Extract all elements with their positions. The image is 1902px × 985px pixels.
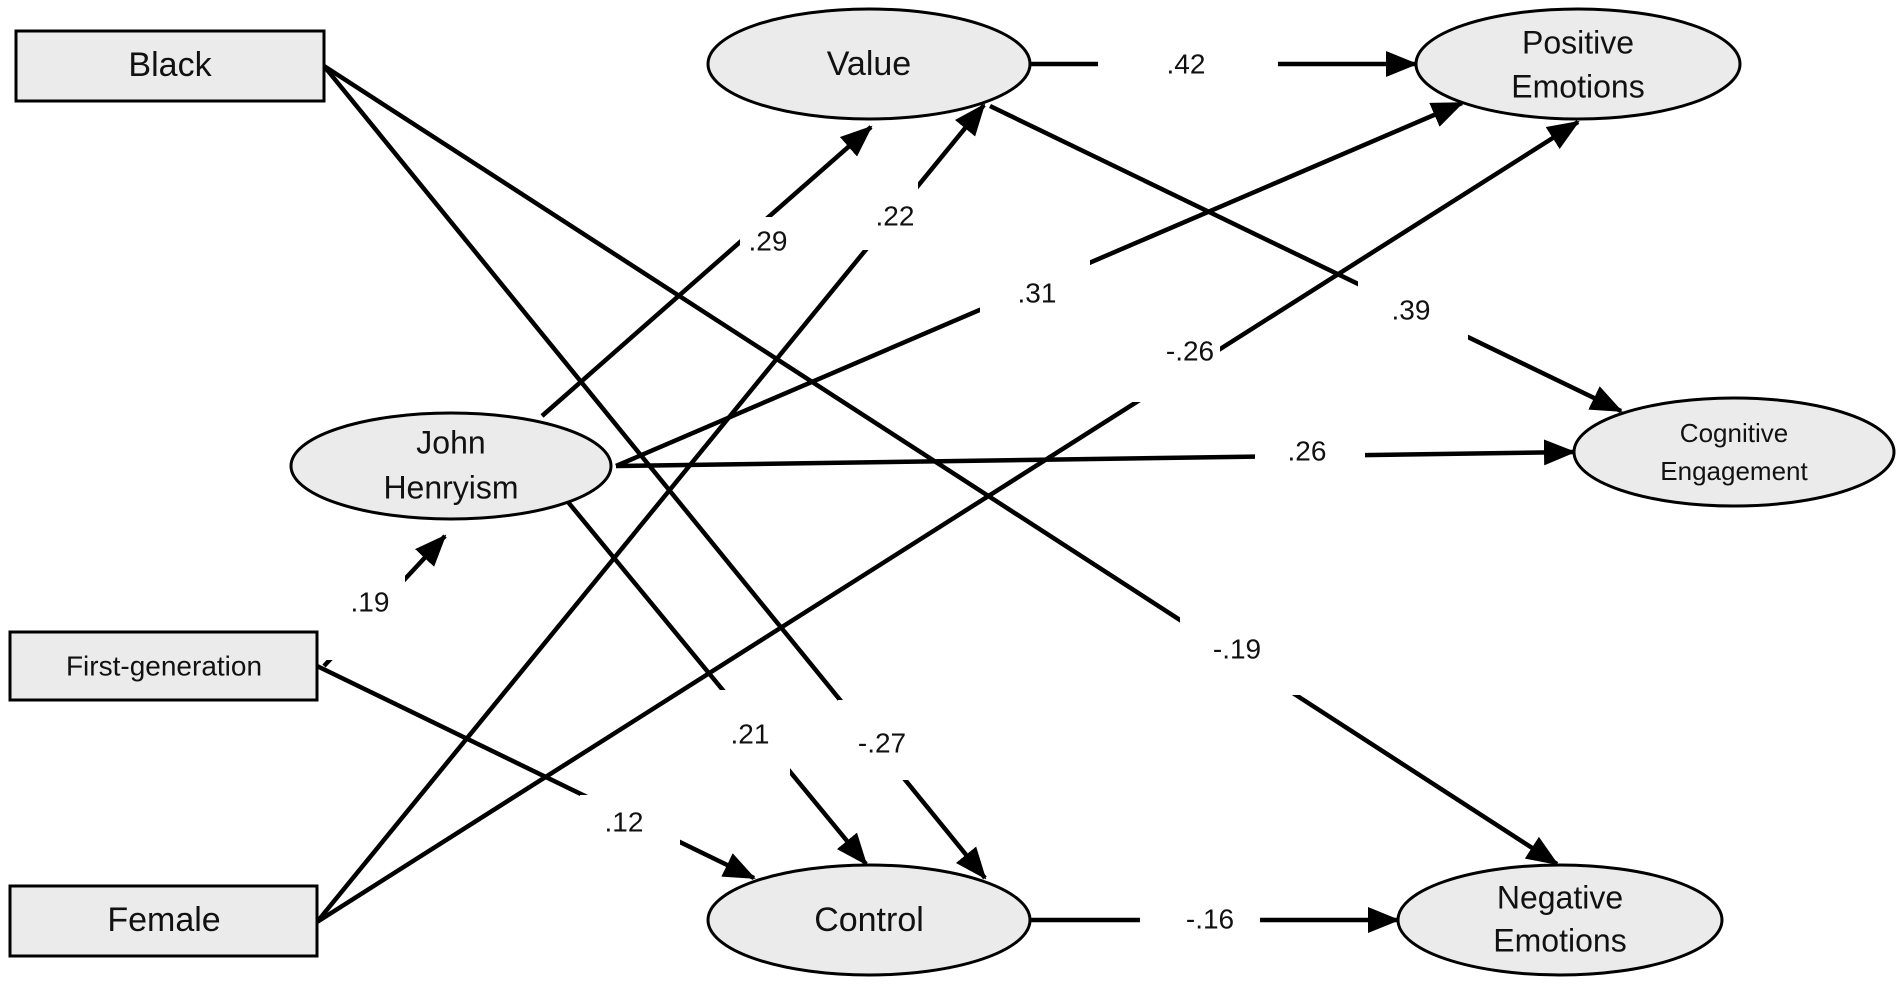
coef-value-cognitive: .39 bbox=[1392, 294, 1431, 325]
coef-firstgen-control: .12 bbox=[605, 806, 644, 837]
coef-black-negative: -.19 bbox=[1213, 633, 1261, 664]
edge-firstgen-control bbox=[316, 663, 756, 881]
edge-jh-control bbox=[566, 500, 868, 866]
node-john-henryism: John Henryism bbox=[289, 411, 613, 521]
node-first-generation-label: First-generation bbox=[66, 650, 262, 681]
coef-jh-cognitive: .26 bbox=[1288, 435, 1327, 466]
coef-control-negative: -.16 bbox=[1186, 903, 1234, 934]
node-female: Female bbox=[8, 884, 319, 958]
node-negative-emotions: Negative Emotions bbox=[1396, 863, 1724, 977]
coef-black-control: -.27 bbox=[858, 727, 906, 758]
node-value: Value bbox=[706, 7, 1032, 121]
coef-value-positive: .42 bbox=[1167, 48, 1206, 79]
node-control-label: Control bbox=[814, 901, 924, 939]
node-black-label: Black bbox=[128, 46, 212, 84]
node-black: Black bbox=[14, 29, 326, 103]
coef-female-value: .22 bbox=[876, 200, 915, 231]
node-john-henryism-line2: Henryism bbox=[383, 469, 518, 505]
coef-jh-value: .29 bbox=[749, 225, 788, 256]
coef-jh-control: .21 bbox=[731, 718, 770, 749]
node-positive-emotions-line2: Emotions bbox=[1511, 68, 1644, 104]
edge-value-cognitive bbox=[989, 103, 1623, 414]
edge-black-negative bbox=[322, 64, 1559, 866]
node-john-henryism-line1: John bbox=[416, 424, 485, 460]
edge-jh-cognitive bbox=[615, 439, 1576, 469]
nodes: Black First-generation Female John Henry… bbox=[8, 7, 1896, 977]
node-negative-emotions-line2: Emotions bbox=[1493, 922, 1626, 958]
node-cognitive-engagement-line2: Engagement bbox=[1660, 456, 1808, 486]
coefficients: .42 .29 .22 .31 .39 -.26 .26 .19 -.19 .2… bbox=[325, 44, 1468, 940]
node-first-generation: First-generation bbox=[8, 630, 319, 702]
coef-firstgen-jh: .19 bbox=[351, 586, 390, 617]
node-female-label: Female bbox=[107, 901, 220, 939]
node-negative-emotions-line1: Negative bbox=[1497, 879, 1623, 915]
coef-jh-positive: .31 bbox=[1018, 277, 1057, 308]
node-value-label: Value bbox=[827, 45, 911, 83]
coef-female-positive: -.26 bbox=[1166, 335, 1214, 366]
node-cognitive-engagement: Cognitive Engagement bbox=[1572, 396, 1896, 508]
node-cognitive-engagement-line1: Cognitive bbox=[1680, 418, 1788, 448]
node-positive-emotions: Positive Emotions bbox=[1414, 7, 1742, 121]
edge-female-positive bbox=[315, 120, 1580, 924]
edge-jh-value bbox=[540, 125, 873, 418]
node-positive-emotions-line1: Positive bbox=[1522, 24, 1634, 60]
node-control: Control bbox=[706, 863, 1032, 977]
